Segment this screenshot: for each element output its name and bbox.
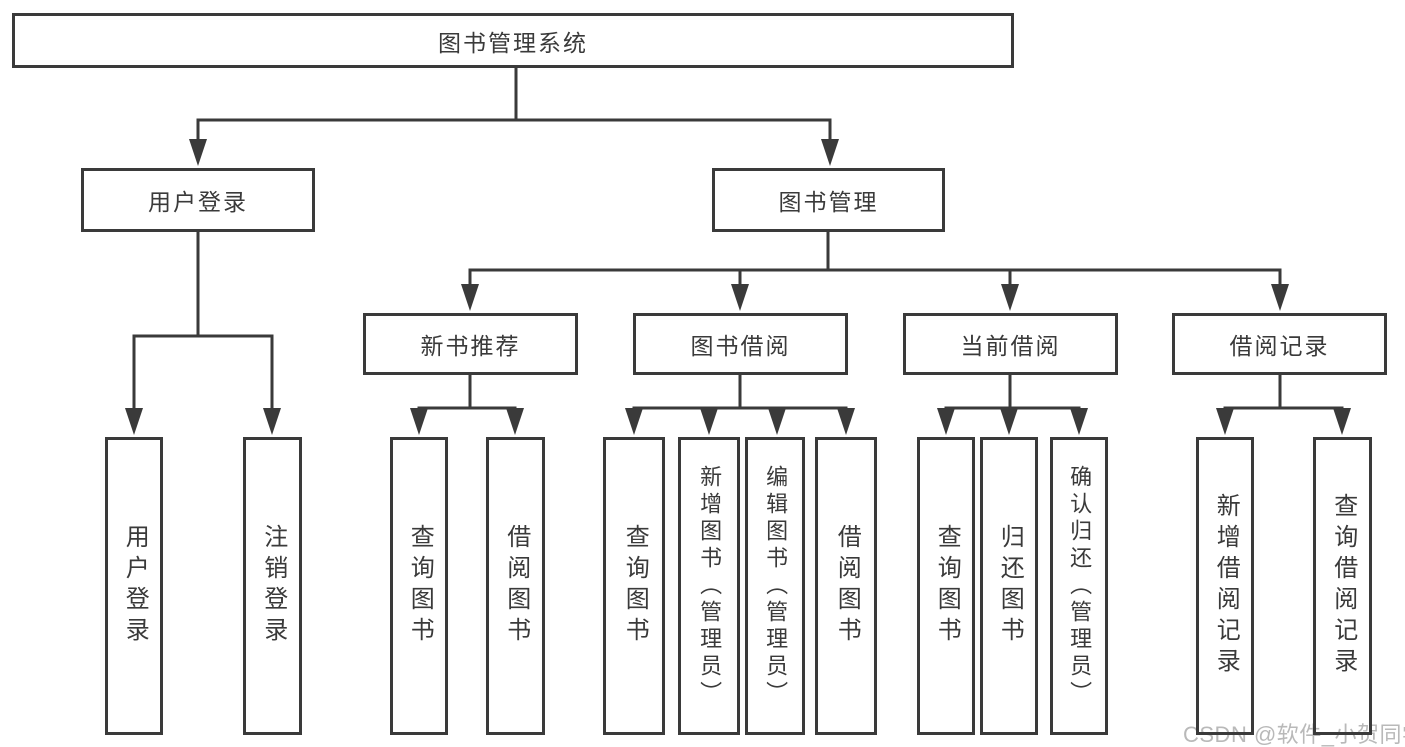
arrowhead: [1271, 284, 1289, 311]
leaf-borrow-query-books: 查询图书: [603, 437, 665, 735]
leaf-recommend-query-books-label: 查询图书: [406, 524, 434, 648]
arrowhead: [410, 408, 428, 435]
leaf-recommend-borrow-books: 借阅图书: [486, 437, 545, 735]
leaf-logout-label: 注销登录: [259, 524, 287, 648]
leaf-return-books-label: 归还图书: [996, 524, 1024, 648]
arrowhead: [731, 284, 749, 311]
node-current-borrow-label: 当前借阅: [960, 333, 1061, 359]
arrowhead: [625, 408, 643, 435]
leaf-query-borrow-record: 查询借阅记录: [1313, 437, 1372, 735]
node-borrow-records: 借阅记录: [1172, 313, 1387, 375]
node-root: 图书管理系统: [12, 13, 1014, 68]
node-borrow-records-label: 借阅记录: [1229, 333, 1330, 359]
node-new-book-recommend-label: 新书推荐: [420, 333, 521, 359]
leaf-borrow-books-label: 借阅图书: [833, 524, 861, 648]
arrowhead: [1070, 408, 1088, 435]
leaf-return-books: 归还图书: [980, 437, 1038, 735]
leaf-user-login: 用户登录: [105, 437, 163, 735]
arrowhead: [189, 139, 207, 166]
arrowhead: [263, 408, 281, 435]
node-user-login-branch: 用户登录: [81, 168, 315, 232]
leaf-query-borrow-record-label: 查询借阅记录: [1329, 493, 1357, 679]
leaf-current-query-books: 查询图书: [917, 437, 975, 735]
leaf-add-books-admin-label: 新增图书（管理员）: [697, 464, 723, 708]
arrowhead: [821, 139, 839, 166]
tree-connectors: [132, 68, 1344, 410]
arrowhead: [1216, 408, 1234, 435]
arrowhead: [700, 408, 718, 435]
node-book-management-label: 图书管理: [778, 189, 879, 215]
arrowhead: [461, 284, 479, 311]
leaf-confirm-return-admin-label: 确认归还（管理员）: [1067, 464, 1093, 708]
node-user-login-branch-label: 用户登录: [148, 189, 248, 215]
arrowhead: [1001, 284, 1019, 311]
node-book-management: 图书管理: [712, 168, 945, 232]
leaf-logout: 注销登录: [243, 437, 302, 735]
leaf-recommend-borrow-books-label: 借阅图书: [502, 524, 530, 648]
arrowhead: [1333, 408, 1351, 435]
arrowhead: [1000, 408, 1018, 435]
node-book-borrow: 图书借阅: [633, 313, 848, 375]
node-book-borrow-label: 图书借阅: [690, 333, 791, 359]
leaf-confirm-return-admin: 确认归还（管理员）: [1050, 437, 1108, 735]
leaf-borrow-query-books-label: 查询图书: [621, 524, 649, 648]
node-root-label: 图书管理系统: [438, 29, 588, 56]
arrowhead: [837, 408, 855, 435]
leaf-add-borrow-record: 新增借阅记录: [1196, 437, 1254, 735]
leaf-edit-books-admin: 编辑图书（管理员）: [745, 437, 805, 735]
leaf-edit-books-admin-label: 编辑图书（管理员）: [763, 464, 789, 708]
arrowhead: [125, 408, 143, 435]
arrowhead: [937, 408, 955, 435]
node-new-book-recommend: 新书推荐: [363, 313, 578, 375]
leaf-borrow-books: 借阅图书: [815, 437, 877, 735]
leaf-add-books-admin: 新增图书（管理员）: [678, 437, 740, 735]
node-current-borrow: 当前借阅: [903, 313, 1118, 375]
leaf-user-login-label: 用户登录: [121, 524, 149, 648]
leaf-add-borrow-record-label: 新增借阅记录: [1212, 493, 1240, 679]
arrowheads: [125, 139, 1351, 435]
arrowhead: [768, 408, 786, 435]
leaf-current-query-books-label: 查询图书: [933, 524, 961, 648]
leaf-recommend-query-books: 查询图书: [390, 437, 448, 735]
arrowhead: [506, 408, 524, 435]
